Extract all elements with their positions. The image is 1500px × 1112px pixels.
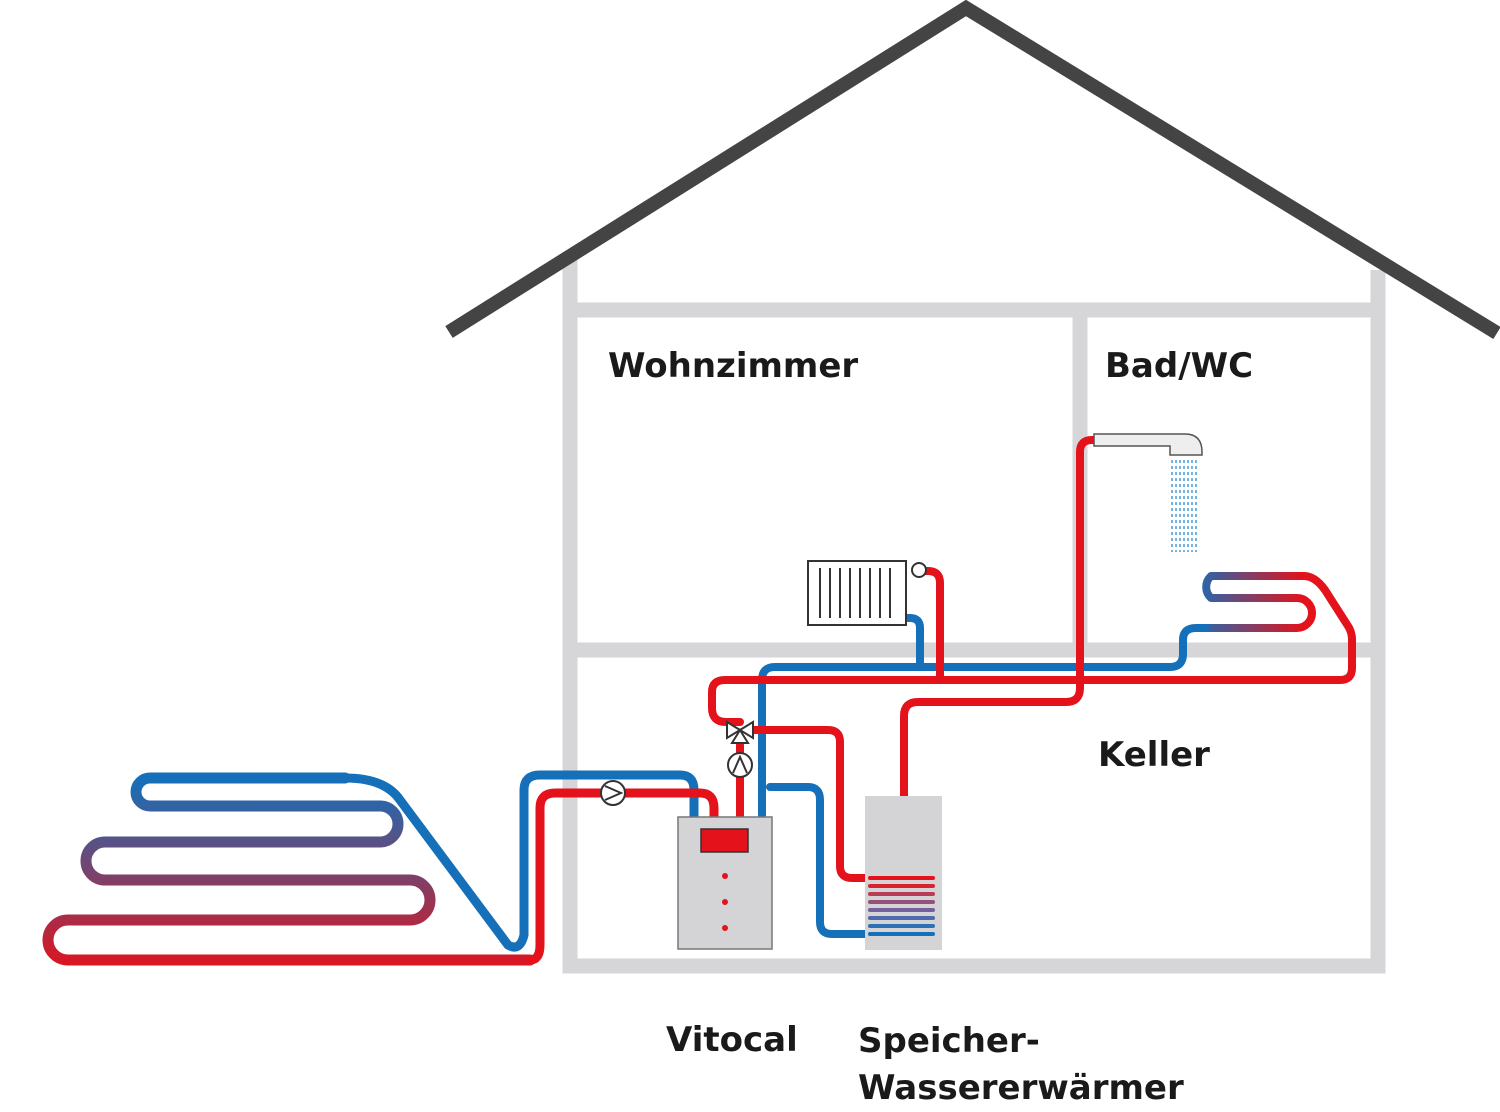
water-storage-tank	[865, 796, 942, 950]
room-label-living: Wohnzimmer	[608, 346, 859, 386]
heat-pump-label: Vitocal	[666, 1020, 798, 1060]
water-heater-label: Speicher- Wassererwärmer	[858, 1018, 1184, 1112]
water-heater-label-line-2: Wassererwärmer	[858, 1067, 1184, 1108]
roof	[445, 0, 1500, 339]
shower-head-icon	[1093, 433, 1203, 552]
ground-collector-return	[340, 770, 699, 952]
water-heater-label-line-1: Speicher-	[858, 1021, 1040, 1061]
cold-pipe-network	[758, 614, 1216, 938]
ground-collector-coil	[42, 772, 536, 966]
three-way-valve-icon	[726, 720, 754, 744]
circulation-pump-icon	[600, 780, 626, 806]
radiator-icon	[807, 560, 927, 626]
hot-pipe-network	[708, 436, 1356, 882]
heating-pump-icon	[727, 752, 753, 778]
room-label-basement: Keller	[1098, 735, 1210, 775]
room-label-bath: Bad/WC	[1105, 346, 1254, 386]
heat-pump-unit	[677, 816, 773, 950]
ground-collector-flow	[525, 788, 719, 965]
floor-heating-coil	[1202, 572, 1356, 644]
